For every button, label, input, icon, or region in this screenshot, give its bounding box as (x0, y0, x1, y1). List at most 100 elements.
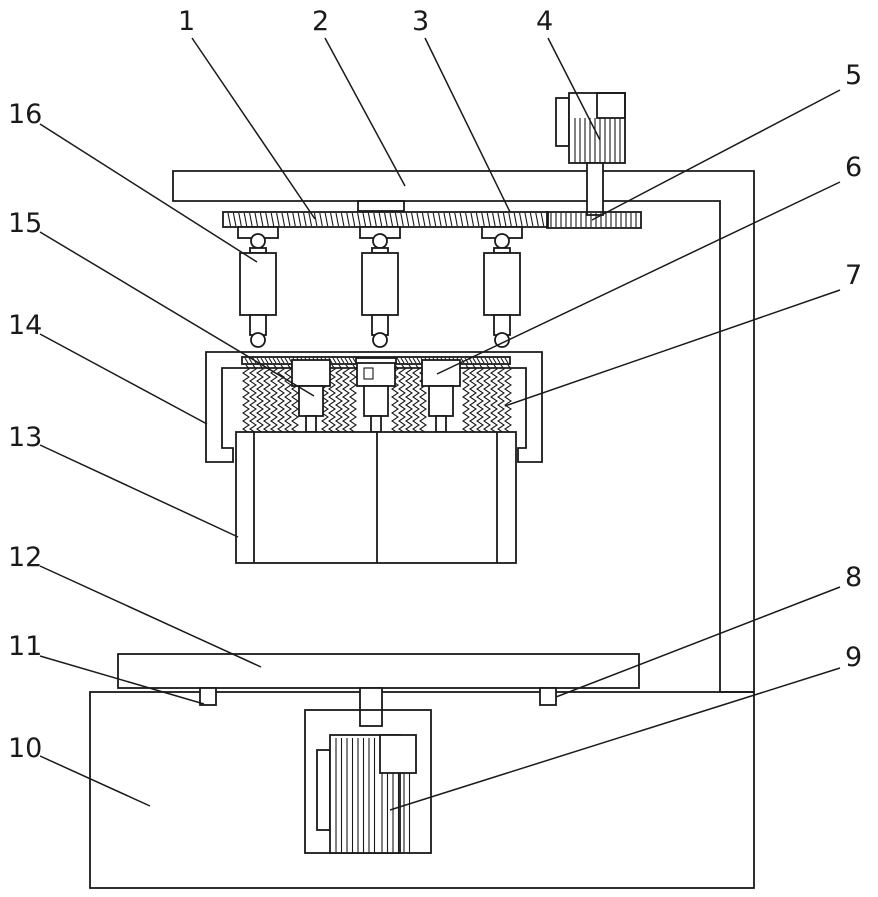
rack-tooth (228, 213, 231, 226)
rack-tooth (374, 213, 377, 226)
rack-tooth (304, 213, 307, 226)
cylinder-joint (373, 333, 387, 347)
rack-tooth (439, 213, 442, 226)
plate-hatch (277, 358, 280, 363)
plate-hatch (413, 358, 416, 363)
rack-tooth (514, 213, 517, 226)
rack-tooth (390, 213, 393, 226)
rack-tooth (498, 213, 501, 226)
plate-hatch (493, 358, 496, 363)
rack-tooth (277, 213, 280, 226)
plate-hatch (501, 358, 504, 363)
cylinder-rod (494, 315, 510, 335)
rack-tooth (433, 213, 436, 226)
rack-tooth (314, 213, 317, 226)
rack-tooth (298, 213, 301, 226)
callout-15: 15 (8, 208, 42, 239)
top-motor (556, 93, 625, 215)
spring-coil (498, 365, 504, 433)
callout-4: 4 (536, 6, 553, 37)
small-cylinder-rod (436, 416, 446, 432)
plate-hatch (265, 358, 268, 363)
plate-hatch (473, 358, 476, 363)
plate-hatch (269, 358, 272, 363)
rack-tooth (530, 213, 533, 226)
plate-hatch (285, 358, 288, 363)
small-cylinder-head (422, 360, 460, 386)
rack-tooth (525, 213, 528, 226)
rack-tooth (331, 213, 334, 226)
spring-coil (463, 365, 469, 433)
rack-tooth (287, 213, 290, 226)
rack-tooth (244, 213, 247, 226)
rack-tooth (309, 213, 312, 226)
small-cylinder-body (364, 386, 388, 416)
rack-tooth (385, 213, 388, 226)
callout-11: 11 (8, 631, 42, 662)
rack-tooth (487, 213, 490, 226)
cylinder-pivot (495, 234, 509, 248)
callout-16: 16 (8, 99, 42, 130)
rack-tooth (422, 213, 425, 226)
callout-9: 9 (845, 642, 862, 673)
cylinder-pivot (251, 234, 265, 248)
bottom-motor (305, 710, 431, 853)
small-cylinder-body (429, 386, 453, 416)
rack-tooth (460, 213, 463, 226)
rack-tooth (293, 213, 296, 226)
spring-coil (343, 365, 349, 433)
plate-hatch (337, 358, 340, 363)
spring-coil (243, 365, 249, 433)
callout-2: 2 (312, 6, 329, 37)
plate-hatch (333, 358, 336, 363)
rack-tooth (239, 213, 242, 226)
right-foot (540, 688, 556, 705)
small-cylinder-group (292, 358, 460, 432)
plate-hatch (481, 358, 484, 363)
callout-8: 8 (845, 562, 862, 593)
rack-tooth (320, 213, 323, 226)
spring-coil (477, 365, 483, 433)
rack-tooth (466, 213, 469, 226)
callout-3: 3 (412, 6, 429, 37)
rack-tooth (541, 213, 544, 226)
plate-hatch (401, 358, 404, 363)
rack-tooth (509, 213, 512, 226)
rack-tooth (428, 213, 431, 226)
spring-coil (491, 365, 497, 433)
plate-hatch (489, 358, 492, 363)
cylinder-rod (372, 315, 388, 335)
plate-hatch (485, 358, 488, 363)
rack-tooth (266, 213, 269, 226)
base-cabinet (90, 692, 754, 888)
callout-5: 5 (845, 60, 862, 91)
rack-tooth (347, 213, 350, 226)
rack-tooth (325, 213, 328, 226)
rack-tooth (271, 213, 274, 226)
spring-coil (271, 365, 277, 433)
cylinder-joint (251, 333, 265, 347)
callout-1: 1 (178, 6, 195, 37)
center-shaft (360, 688, 382, 726)
cylinder-pivot (373, 234, 387, 248)
spring-coil (336, 365, 342, 433)
rack-tooth (417, 213, 420, 226)
spring-coil (484, 365, 490, 433)
small-cylinder-head (292, 360, 330, 386)
rack-tooth (255, 213, 258, 226)
small-cylinder-cap (356, 358, 396, 363)
callout-6: 6 (845, 152, 862, 183)
rack-tooth (493, 213, 496, 226)
callout-14: 14 (8, 310, 42, 341)
plate-hatch (417, 358, 420, 363)
spring-coil (250, 365, 256, 433)
rack-tooth (503, 213, 506, 226)
spring-coil (413, 365, 419, 433)
rack-tooth (363, 213, 366, 226)
rack-tooth (444, 213, 447, 226)
rack-tooth (368, 213, 371, 226)
rack-tooth (233, 213, 236, 226)
cylinder-body (484, 253, 520, 315)
plate-hatch (505, 358, 508, 363)
